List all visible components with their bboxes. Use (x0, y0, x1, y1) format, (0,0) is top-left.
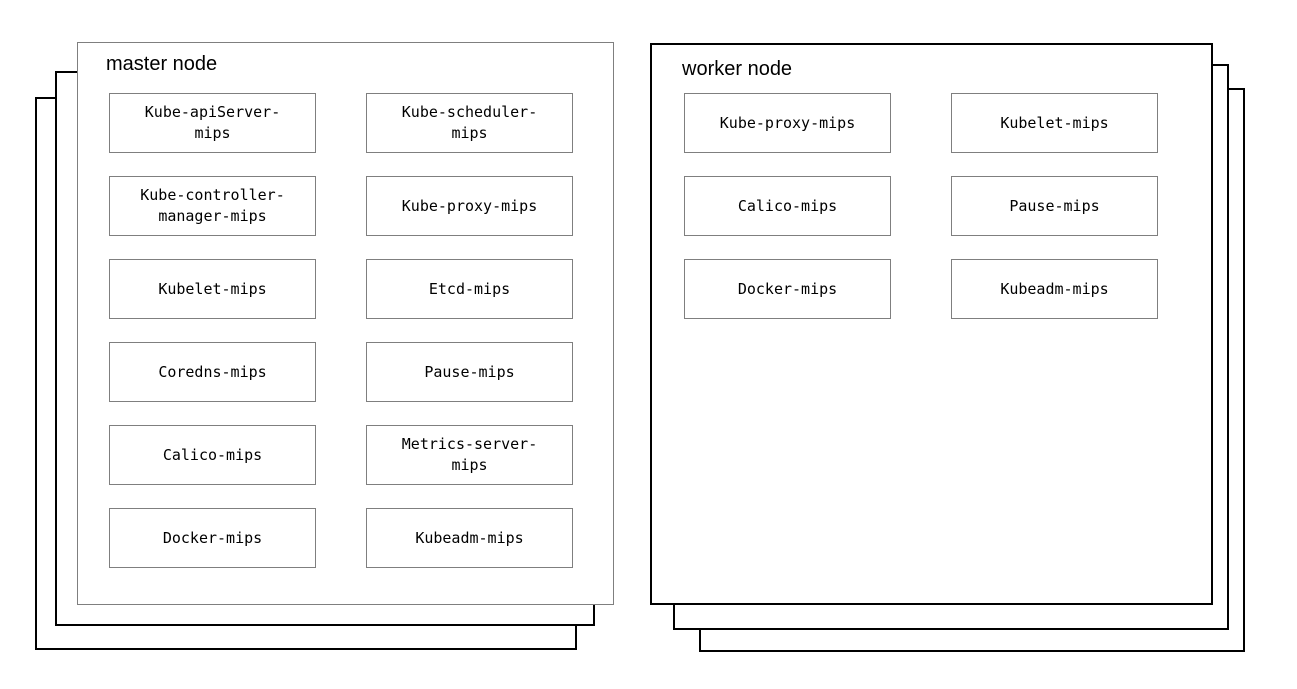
component-box-etcd-mips: Etcd-mips (366, 259, 573, 319)
component-box-kubeadm-mips: Kubeadm-mips (951, 259, 1158, 319)
component-box-docker-mips: Docker-mips (684, 259, 891, 319)
component-box-pause-mips: Pause-mips (951, 176, 1158, 236)
component-box-kubeadm-mips: Kubeadm-mips (366, 508, 573, 568)
component-box-pause-mips: Pause-mips (366, 342, 573, 402)
component-box-docker-mips: Docker-mips (109, 508, 316, 568)
component-box-kube-apiserver-mips: Kube-apiServer- mips (109, 93, 316, 153)
master-node-box: master node Kube-apiServer- mips Kube-sch… (77, 42, 614, 605)
master-components-grid: Kube-apiServer- mips Kube-scheduler- mips… (109, 93, 573, 568)
worker-node-title: worker node (682, 58, 793, 80)
component-box-metrics-server-mips: Metrics-server- mips (366, 425, 573, 485)
component-box-calico-mips: Calico-mips (684, 176, 891, 236)
master-node-title: master node (106, 53, 218, 75)
component-box-kube-proxy-mips: Kube-proxy-mips (684, 93, 891, 153)
component-box-kubelet-mips: Kubelet-mips (109, 259, 316, 319)
component-box-calico-mips: Calico-mips (109, 425, 316, 485)
component-box-coredns-mips: Coredns-mips (109, 342, 316, 402)
component-box-kube-controller-manager-mips: Kube-controller- manager-mips (109, 176, 316, 236)
component-box-kubelet-mips: Kubelet-mips (951, 93, 1158, 153)
component-box-kube-proxy-mips: Kube-proxy-mips (366, 176, 573, 236)
component-box-kube-scheduler-mips: Kube-scheduler- mips (366, 93, 573, 153)
